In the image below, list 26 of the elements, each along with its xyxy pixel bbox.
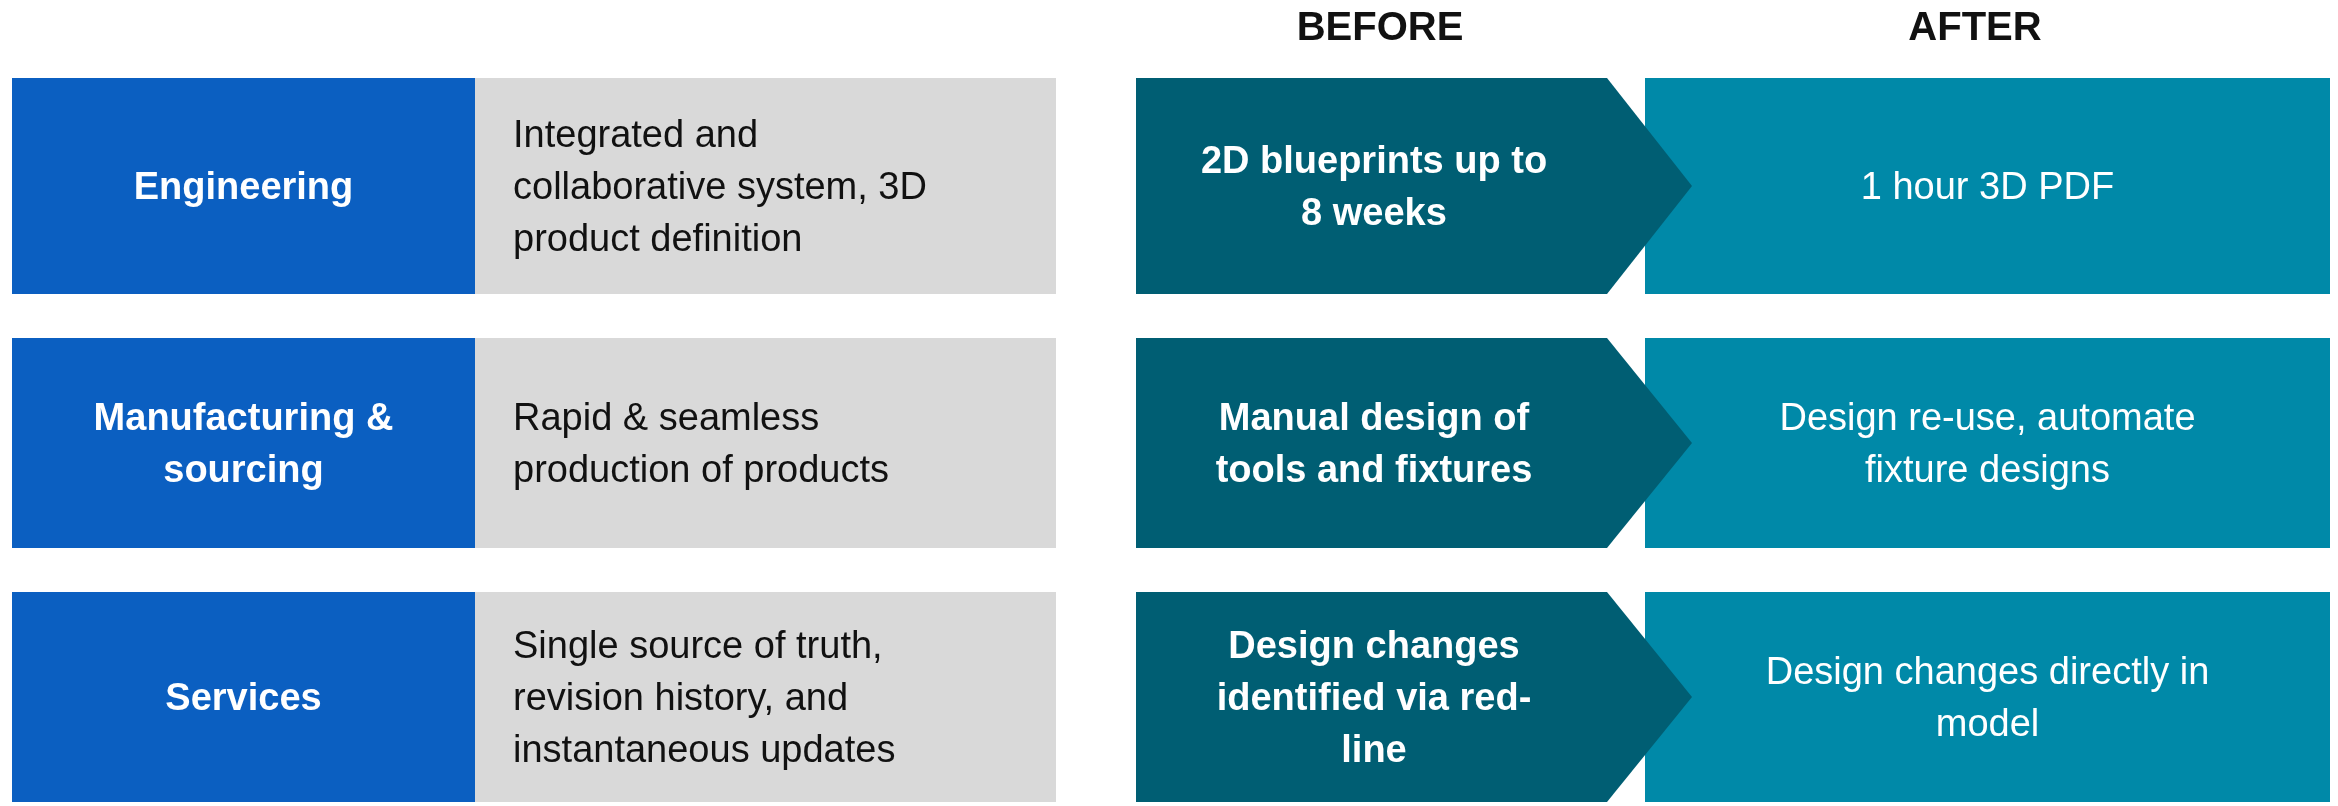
before-step-panel	[1136, 592, 1692, 802]
before-step-panel	[1136, 338, 1692, 548]
node-text: Single source of truth, revision history, and instantaneous updates	[513, 623, 897, 772]
node-text: Engineering	[133, 164, 354, 209]
node-text: Design changes identified via red-line	[1215, 623, 1533, 772]
node-text: Manufacturing & sourcing	[92, 395, 395, 492]
node-text: Design re-use, automate fixture designs	[1778, 395, 2197, 492]
department-box	[12, 338, 475, 548]
department-box	[12, 78, 475, 294]
node-text: Design changes directly in model	[1764, 649, 2211, 746]
description-box	[475, 592, 1056, 802]
node-text: Rapid & seamless production of products	[513, 395, 890, 492]
node-text: Manual design of tools and fixtures	[1214, 395, 1534, 492]
column-heading: BEFORE	[1296, 4, 1464, 49]
after-box	[1645, 592, 2330, 802]
after-box	[1645, 338, 2330, 548]
column-heading: AFTER	[1908, 4, 2042, 49]
department-box	[12, 592, 475, 802]
node-text: Integrated and collaborative system, 3D product definition	[513, 112, 928, 261]
before-step-panel	[1136, 78, 1692, 294]
node-text: 2D blueprints up to 8 weeks	[1199, 138, 1549, 235]
after-box	[1645, 78, 2330, 294]
description-box	[475, 78, 1056, 294]
node-text: 1 hour 3D PDF	[1860, 164, 2115, 209]
node-text: Services	[165, 675, 322, 720]
description-box	[475, 338, 1056, 548]
